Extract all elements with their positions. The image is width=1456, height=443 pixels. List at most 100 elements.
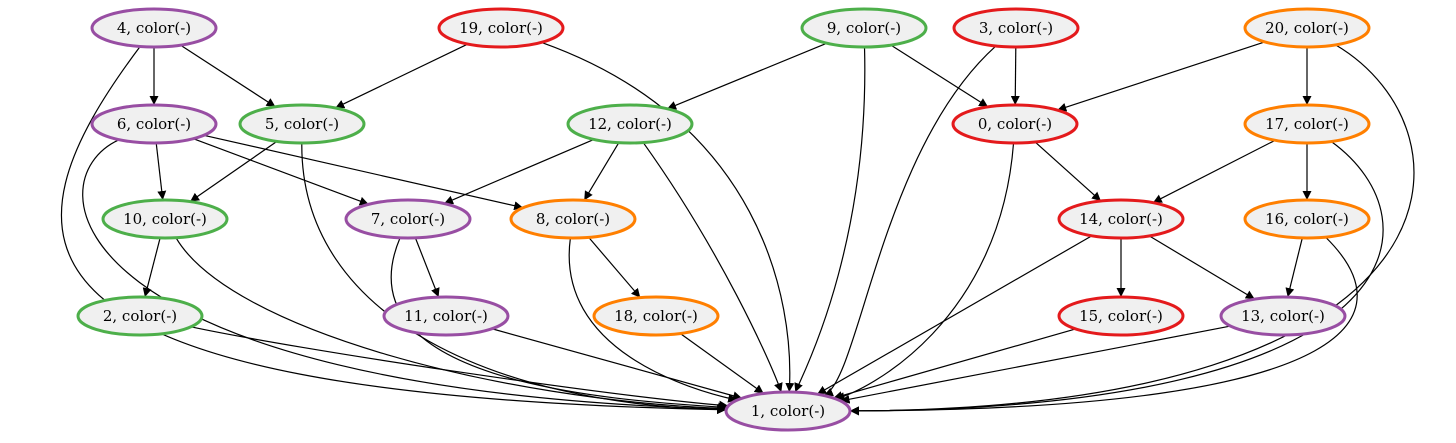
node-15: 15, color(-) xyxy=(1057,295,1185,337)
node-label: 11, color(-) xyxy=(404,307,488,325)
edge-4-to-5 xyxy=(180,44,276,108)
edge-8-to-1 xyxy=(568,237,738,403)
edge-20-to-1 xyxy=(849,44,1415,416)
edge-5-to-10 xyxy=(189,140,278,203)
node-label: 15, color(-) xyxy=(1079,307,1163,325)
edge-20-to-0 xyxy=(1057,41,1265,112)
node-10: 10, color(-) xyxy=(101,198,229,240)
edge-3-to-0 xyxy=(1010,46,1020,106)
node-ellipse xyxy=(1243,7,1371,49)
edge-9-to-12 xyxy=(666,42,828,110)
node-0: 0, color(-) xyxy=(951,103,1079,145)
edge-4-to-1 xyxy=(60,46,727,415)
node-ellipse xyxy=(1243,198,1371,240)
node-ellipse xyxy=(382,295,510,337)
node-label: 3, color(-) xyxy=(979,19,1053,37)
node-16: 16, color(-) xyxy=(1243,198,1371,240)
edges-layer xyxy=(60,41,1415,416)
node-ellipse xyxy=(90,7,218,49)
node-label: 18, color(-) xyxy=(614,307,698,325)
edge-19-to-5 xyxy=(334,43,469,109)
edge-10-to-2 xyxy=(142,237,161,298)
node-ellipse xyxy=(724,390,852,432)
node-label: 9, color(-) xyxy=(827,19,901,37)
node-8: 8, color(-) xyxy=(509,198,637,240)
edge-19-to-1 xyxy=(541,41,795,393)
node-ellipse xyxy=(90,103,218,145)
node-ellipse xyxy=(509,198,637,240)
node-3: 3, color(-) xyxy=(952,7,1080,49)
node-19: 19, color(-) xyxy=(437,7,565,49)
node-ellipse xyxy=(344,198,472,240)
edge-17-to-14 xyxy=(1152,139,1276,204)
node-2: 2, color(-) xyxy=(76,295,204,337)
node-17: 17, color(-) xyxy=(1243,103,1371,145)
node-ellipse xyxy=(566,103,694,145)
edge-15-to-1 xyxy=(833,328,1076,400)
node-label: 19, color(-) xyxy=(459,19,543,37)
edge-17-to-1 xyxy=(849,141,1384,416)
node-12: 12, color(-) xyxy=(566,103,694,145)
edge-18-to-1 xyxy=(679,332,765,395)
node-label: 13, color(-) xyxy=(1241,307,1325,325)
node-label: 7, color(-) xyxy=(371,210,445,228)
node-label: 4, color(-) xyxy=(117,19,191,37)
node-label: 20, color(-) xyxy=(1265,19,1349,37)
node-14: 14, color(-) xyxy=(1057,198,1185,240)
node-label: 0, color(-) xyxy=(978,115,1052,133)
node-label: 12, color(-) xyxy=(588,115,672,133)
node-9: 9, color(-) xyxy=(800,7,928,49)
edge-0-to-14 xyxy=(1034,141,1102,202)
node-label: 10, color(-) xyxy=(123,210,207,228)
edge-0-to-1 xyxy=(835,142,1015,401)
node-ellipse xyxy=(800,7,928,49)
node-ellipse xyxy=(951,103,1079,145)
node-ellipse xyxy=(101,198,229,240)
node-label: 2, color(-) xyxy=(103,307,177,325)
edge-14-to-1 xyxy=(816,235,1093,395)
edge-2-to-1 xyxy=(190,326,729,410)
node-label: 5, color(-) xyxy=(265,115,339,133)
node-1: 1, color(-) xyxy=(724,390,852,432)
node-ellipse xyxy=(1243,103,1371,145)
edge-7-to-1 xyxy=(390,237,728,412)
node-ellipse xyxy=(592,295,720,337)
node-label: 16, color(-) xyxy=(1265,210,1349,228)
nodes-layer: 4, color(-) 19, color(-) 9, color(-) 3, col… xyxy=(76,7,1371,432)
edge-12-to-1 xyxy=(642,142,783,393)
edge-16-to-1 xyxy=(849,236,1358,416)
node-ellipse xyxy=(1057,198,1185,240)
node-ellipse xyxy=(1057,295,1185,337)
edge-9-to-1 xyxy=(794,46,866,393)
node-ellipse xyxy=(76,295,204,337)
node-18: 18, color(-) xyxy=(592,295,720,337)
node-ellipse xyxy=(1219,295,1347,337)
edge-6-to-10 xyxy=(155,142,167,201)
node-ellipse xyxy=(437,7,565,49)
node-7: 7, color(-) xyxy=(344,198,472,240)
node-4: 4, color(-) xyxy=(90,7,218,49)
edge-12-to-8 xyxy=(583,142,620,201)
edge-12-to-7 xyxy=(443,138,595,205)
edge-14-to-13 xyxy=(1148,235,1256,300)
node-label: 1, color(-) xyxy=(751,402,825,420)
edge-10-to-1 xyxy=(175,237,727,413)
node-ellipse xyxy=(238,103,366,145)
node-ellipse xyxy=(952,7,1080,49)
edge-8-to-18 xyxy=(588,236,641,299)
edge-6-to-1 xyxy=(82,139,727,414)
node-label: 14, color(-) xyxy=(1079,210,1163,228)
node-13: 13, color(-) xyxy=(1219,295,1347,337)
edge-6-to-8 xyxy=(203,134,524,211)
edge-5-to-1 xyxy=(301,142,727,415)
node-6: 6, color(-) xyxy=(90,103,218,145)
node-5: 5, color(-) xyxy=(238,103,366,145)
edge-9-to-0 xyxy=(890,44,989,108)
node-label: 6, color(-) xyxy=(117,115,191,133)
edge-16-to-13 xyxy=(1285,237,1303,298)
node-11: 11, color(-) xyxy=(382,295,510,337)
node-label: 17, color(-) xyxy=(1265,115,1349,133)
node-label: 8, color(-) xyxy=(536,210,610,228)
edge-6-to-7 xyxy=(193,138,369,206)
